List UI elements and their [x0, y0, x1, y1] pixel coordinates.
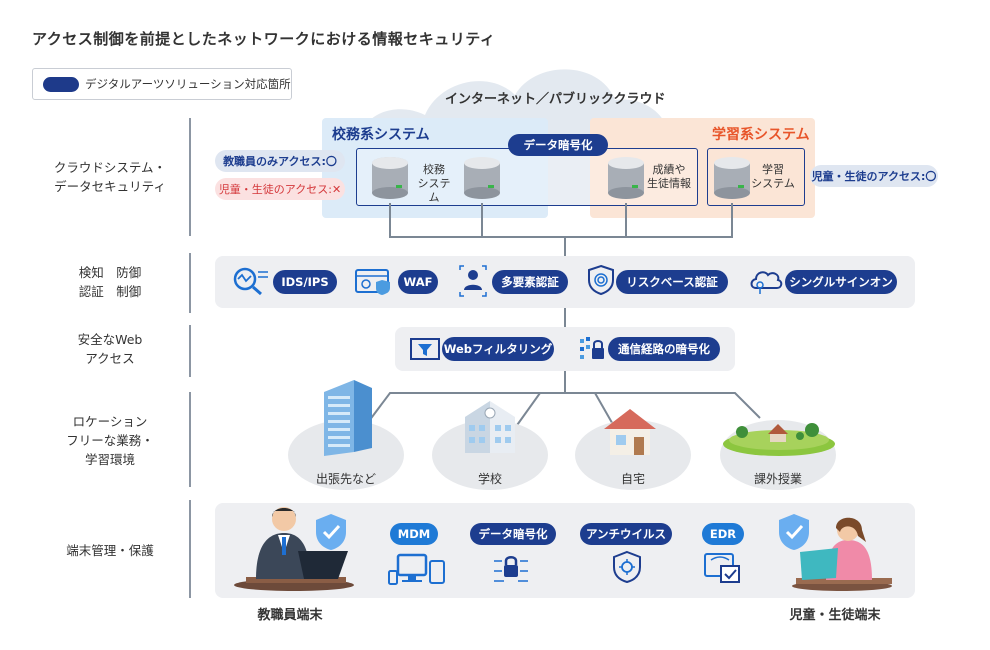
cloud-label: インターネット／パブリッククラウド [445, 92, 666, 107]
teacher-access-badge: 教職員のみアクセス:〇 [215, 150, 345, 172]
legend: デジタルアーツソリューション対応箇所 [32, 68, 292, 100]
row-divider [189, 500, 191, 598]
school-building-icon [465, 401, 515, 453]
magnifier-icon [233, 267, 268, 296]
db-label-line: 校務 [423, 163, 445, 176]
edr-pill: EDR [702, 523, 744, 545]
row-divider [189, 118, 191, 236]
route-encryption-pill: 通信経路の暗号化 [608, 337, 720, 361]
connector-line [564, 371, 566, 393]
fingerprint-shield-icon [588, 264, 614, 296]
school-db-label: 校務 システム [414, 163, 454, 205]
encrypted-route-icon [580, 337, 604, 359]
row-label-location: ロケーション フリーな業務・ 学習環境 [30, 412, 190, 469]
connector-line [731, 203, 733, 237]
row-label-cloud-security: クラウドシステム・ データセキュリティ [30, 158, 190, 196]
connector-line [625, 203, 627, 237]
connector-line [481, 203, 483, 237]
row-label-line: 認証 制御 [78, 284, 142, 299]
mdm-pill: MDM [390, 523, 438, 545]
learning-db-label: 学習 システム [750, 163, 796, 191]
student-device-caption: 児童・生徒端末 [789, 608, 881, 623]
db-label-line: 学習 [762, 163, 784, 176]
db-label-line: 生徒情報 [647, 177, 691, 190]
student-access-denied-badge: 児童・生徒のアクセス:✕ [215, 178, 345, 200]
teacher-illustration [234, 507, 354, 591]
risk-based-auth-pill: リスクベース認証 [616, 270, 728, 294]
page-title: アクセス制御を前提としたネットワークにおける情報セキュリティ [32, 30, 496, 48]
connector-line [564, 236, 566, 256]
school-system-area [322, 118, 548, 218]
student-illustration [792, 517, 892, 591]
row-label-line: 安全なWeb [77, 332, 143, 347]
legend-swatch [43, 77, 79, 92]
learning-db-box [707, 148, 805, 206]
row-label-line: クラウドシステム・ [53, 160, 167, 175]
row-label-line: 学習環境 [84, 452, 135, 467]
cloud-key-icon [750, 271, 783, 294]
database-icon [464, 157, 500, 199]
field-trip-icon [723, 423, 835, 456]
row-divider [189, 325, 191, 377]
antivirus-pill: アンチウイルス [580, 523, 672, 545]
endpoint-encryption-pill: データ暗号化 [470, 523, 556, 545]
lock-circuit-icon [494, 556, 528, 582]
database-icon [714, 157, 750, 199]
ids-ips-pill: IDS/IPS [273, 270, 337, 294]
user-auth-icon [459, 265, 487, 297]
row-label-detection: 検知 防御 認証 制御 [30, 263, 190, 301]
db-label-line: システム [417, 177, 451, 204]
connector-line [389, 236, 733, 238]
data-encryption-pill: データ暗号化 [508, 134, 608, 156]
school-system-title: 校務系システム [332, 127, 430, 143]
location-label-school: 学校 [477, 472, 502, 486]
row-label-line: 検知 防御 [78, 265, 142, 280]
web-filtering-pill: Webフィルタリング [442, 337, 554, 361]
browser-shield-icon [355, 269, 390, 295]
location-label-business-trip: 出張先など [315, 472, 376, 486]
connector-line [389, 203, 391, 237]
filter-browser-icon [410, 338, 440, 360]
office-building-icon [324, 380, 372, 456]
db-label-line: システム [751, 177, 795, 190]
virus-shield-icon [613, 550, 641, 584]
location-label-field-trip: 課外授業 [753, 472, 802, 486]
devices-icon [388, 553, 445, 585]
monitor-check-icon [704, 553, 740, 583]
db-label-line: 成績や [652, 163, 686, 176]
legend-label: デジタルアーツソリューション対応箇所 [85, 77, 291, 91]
row-label-endpoint: 端末管理・保護 [66, 543, 154, 558]
student-access-allowed-badge: 児童・生徒のアクセス:〇 [810, 165, 938, 187]
grades-db-label: 成績や 生徒情報 [644, 163, 694, 191]
learning-system-title: 学習系システム [712, 127, 810, 143]
row-label-line: データセキュリティ [54, 179, 166, 194]
row-divider [189, 253, 191, 313]
shield-check-icon [316, 514, 346, 550]
row-label-line: ロケーション [72, 414, 148, 429]
teacher-device-caption: 教職員端末 [257, 608, 323, 623]
mfa-pill: 多要素認証 [492, 270, 568, 294]
waf-pill: WAF [398, 270, 438, 294]
row-label-line: アクセス [85, 351, 135, 366]
house-icon [604, 409, 656, 455]
database-icon [608, 157, 644, 199]
location-label-home: 自宅 [620, 472, 645, 486]
shield-check-icon [779, 514, 809, 550]
row-label-line: フリーな業務・ [66, 433, 154, 448]
database-icon [372, 157, 408, 199]
row-label-web-access: 安全なWeb アクセス [30, 330, 190, 368]
connector-line [564, 308, 566, 327]
row-divider [189, 392, 191, 487]
sso-pill: シングルサインオン [785, 270, 897, 294]
